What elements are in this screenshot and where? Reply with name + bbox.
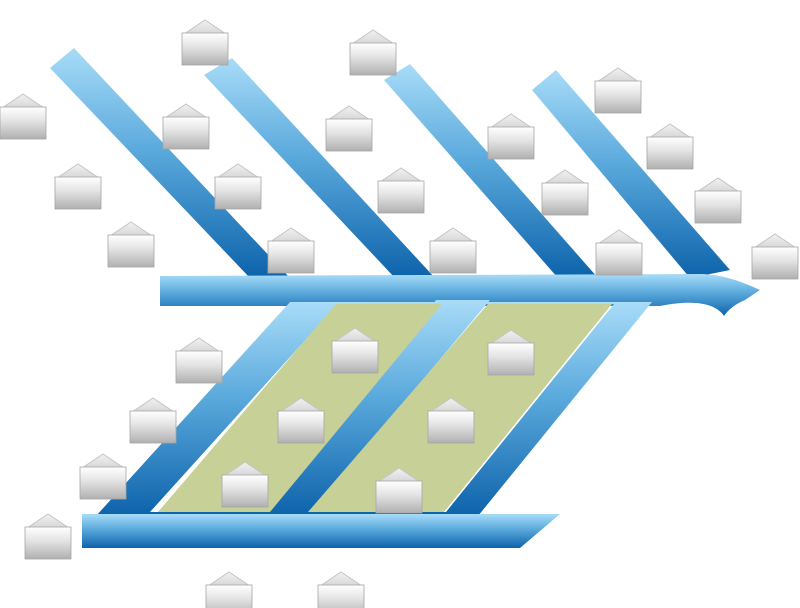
house-icon	[647, 124, 693, 169]
house-icon	[268, 228, 314, 273]
house-icon	[163, 104, 209, 149]
house-icon	[326, 106, 372, 151]
house-icon	[176, 338, 222, 383]
house-icon	[206, 572, 252, 608]
house-icon	[488, 114, 534, 159]
house-icon	[695, 178, 741, 223]
house-icon	[55, 164, 101, 209]
house-icon	[25, 514, 71, 559]
house-icon	[0, 94, 46, 139]
house-icon	[130, 398, 176, 443]
house-icon	[350, 30, 396, 75]
house-icon	[595, 68, 641, 113]
house-icon	[596, 230, 642, 275]
house-icon	[318, 572, 364, 608]
house-icon	[182, 20, 228, 65]
house-icon	[215, 164, 261, 209]
house-icon	[542, 170, 588, 215]
bottom-channel	[82, 514, 560, 548]
house-icon	[80, 454, 126, 499]
house-icon	[378, 168, 424, 213]
house-icon	[752, 234, 798, 279]
house-icon	[108, 222, 154, 267]
house-icon	[430, 228, 476, 273]
